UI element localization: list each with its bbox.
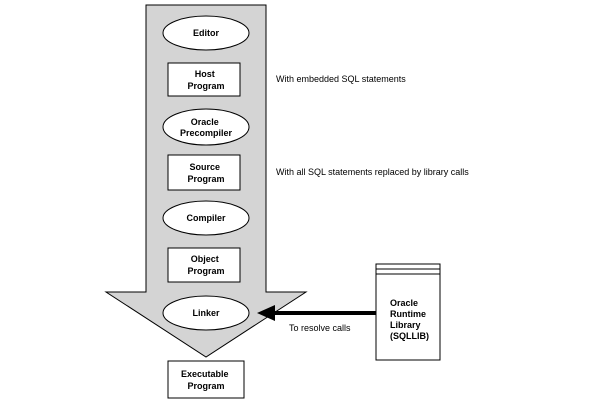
editor-oval	[162, 15, 250, 51]
linker-label-line-1: Linker	[192, 308, 220, 318]
compiler-label-line-1: Compiler	[186, 213, 226, 223]
runtime-library-label: Oracle Runtime Library (SQLLIB)	[390, 298, 429, 341]
source-program-node: Source Program	[167, 154, 241, 191]
editor-label: Editor	[193, 28, 219, 38]
runtime-library-label-line-3: Library	[390, 320, 421, 330]
oracle-precompiler-label: Oracle Precompiler	[180, 117, 233, 138]
object-program-label: Object Program	[187, 254, 224, 276]
host-program-label: Host Program	[187, 69, 224, 91]
object-program-label-line-1: Object	[191, 254, 219, 264]
oracle-precompiler-node: Oracle Precompiler	[162, 108, 250, 146]
host-program-box	[167, 62, 241, 97]
linker-oval	[162, 295, 250, 331]
editor-label-line-1: Editor	[193, 28, 219, 38]
executable-program-node: Executable Program	[167, 360, 245, 399]
compiler-oval	[162, 200, 250, 236]
compiler-node: Compiler	[162, 200, 250, 236]
oracle-precompiler-label-line-1: Oracle	[191, 117, 219, 127]
source-program-note: With all SQL statements replaced by libr…	[276, 167, 469, 177]
host-program-node: Host Program	[167, 62, 241, 97]
executable-program-label: Executable Program	[181, 369, 231, 391]
oracle-precompiler-oval	[162, 108, 250, 146]
object-program-node: Object Program	[167, 247, 241, 283]
runtime-library-label-line-4: (SQLLIB)	[390, 331, 429, 341]
executable-program-box	[167, 360, 245, 399]
runtime-library-label-line-1: Oracle	[390, 298, 418, 308]
host-program-label-line-2: Program	[187, 81, 224, 91]
oracle-precompiler-label-line-2: Precompiler	[180, 128, 233, 138]
object-program-label-line-2: Program	[187, 266, 224, 276]
resolve-calls-note: To resolve calls	[289, 323, 351, 333]
source-program-label-line-1: Source	[189, 162, 220, 172]
source-program-box	[167, 154, 241, 191]
runtime-library-box	[375, 263, 441, 361]
linker-label: Linker	[192, 308, 220, 318]
library-to-linker-arrow	[257, 305, 376, 321]
executable-program-label-line-1: Executable	[181, 369, 229, 379]
source-program-label-line-2: Program	[187, 174, 224, 184]
library-to-linker-arrowhead	[257, 305, 275, 321]
executable-program-label-line-2: Program	[187, 381, 224, 391]
host-program-note: With embedded SQL statements	[276, 74, 406, 84]
linker-node: Linker	[162, 295, 250, 331]
object-program-box	[167, 247, 241, 283]
compiler-label: Compiler	[186, 213, 226, 223]
runtime-library-label-line-2: Runtime	[390, 309, 426, 319]
editor-node: Editor	[162, 15, 250, 51]
source-program-label: Source Program	[187, 162, 224, 184]
runtime-library-node: Oracle Runtime Library (SQLLIB)	[375, 263, 441, 361]
host-program-label-line-1: Host	[195, 69, 215, 79]
